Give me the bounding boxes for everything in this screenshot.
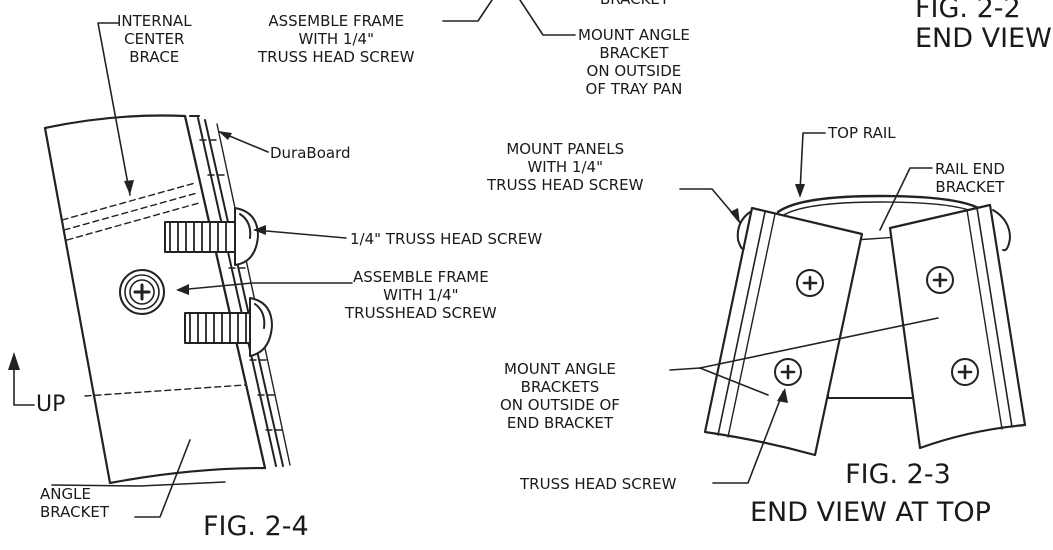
truss-head-screw-label: TRUSS HEAD SCREW	[520, 475, 677, 493]
panel-screw-3	[926, 266, 954, 294]
fig-2-3-end-view	[703, 194, 1027, 457]
mount-angle-bracket-top-line-2: BRACKET	[599, 44, 669, 62]
panel-screw-1	[796, 269, 824, 297]
threaded-screw-1	[164, 207, 259, 266]
assemble-frame-mid-line-2: WITH 1/4"	[383, 286, 459, 304]
up-label: UP	[36, 392, 66, 417]
assemble-frame-top-line-1: ASSEMBLE FRAME	[268, 12, 405, 30]
fig-2-3-title: END VIEW AT TOP	[750, 497, 991, 528]
mount-angle-bracket-top-label: MOUNT ANGLE BRACKET ON OUTSIDE OF TRAY P…	[578, 26, 690, 98]
fig-2-4-caption: FIG. 2-4	[203, 511, 309, 542]
bracket-partial-label: BRACKET	[600, 0, 669, 8]
frame-screw-head	[119, 269, 165, 315]
mount-panels-line-1: MOUNT PANELS	[506, 140, 625, 158]
fig-2-4-bracket-assembly	[43, 114, 291, 485]
fig-2-3-number: FIG. 2-3	[845, 459, 951, 490]
fig-2-2-number: FIG. 2-2	[915, 0, 1021, 24]
rail-end-bracket-line-1: RAIL END	[935, 160, 1005, 178]
top-rail-label: TOP RAIL	[828, 124, 896, 142]
fig-2-3-caption: FIG. 2-3 END VIEW AT TOP	[750, 460, 991, 528]
angle-bracket-line-2: BRACKET	[40, 503, 110, 521]
mount-panels-line-2: WITH 1/4"	[527, 158, 603, 176]
assemble-frame-mid-line-3: TRUSSHEAD SCREW	[345, 304, 497, 322]
angle-bracket-label: ANGLE BRACKET	[40, 485, 109, 521]
mount-angle-brackets-label: MOUNT ANGLE BRACKETS ON OUTSIDE OF END B…	[500, 360, 620, 432]
mount-angle-brackets-line-2: BRACKETS	[520, 378, 600, 396]
threaded-screw-2	[184, 297, 273, 357]
mount-panels-line-3: TRUSS HEAD SCREW	[487, 176, 644, 194]
assemble-frame-mid-line-1: ASSEMBLE FRAME	[352, 268, 489, 286]
mount-angle-brackets-line-1: MOUNT ANGLE	[504, 360, 616, 378]
internal-center-brace-line-1: INTERNAL	[117, 12, 192, 30]
duraboard-label: DuraBoard	[270, 144, 351, 162]
internal-center-brace-line-3: BRACE	[129, 48, 180, 66]
rail-end-bracket-line-2: BRACKET	[935, 178, 1005, 196]
mount-angle-bracket-top-line-4: OF TRAY PAN	[585, 80, 683, 98]
assemble-frame-top-label: ASSEMBLE FRAME WITH 1/4" TRUSS HEAD SCRE…	[258, 12, 414, 66]
fig-2-3-leaders	[669, 132, 939, 484]
internal-center-brace-line-2: CENTER	[124, 30, 185, 48]
truss-head-screw-quarter-label: 1/4" TRUSS HEAD SCREW	[350, 230, 543, 248]
internal-center-brace-label: INTERNAL CENTER BRACE	[117, 12, 192, 66]
mount-angle-bracket-top-line-3: ON OUTSIDE	[586, 62, 682, 80]
rail-end-bracket-label: RAIL END BRACKET	[935, 160, 1005, 196]
fig-2-2-caption: FIG. 2-2 END VIEW	[915, 0, 1052, 54]
mount-angle-brackets-line-3: ON OUTSIDE OF	[500, 396, 620, 414]
angle-bracket-line-1: ANGLE	[40, 485, 91, 503]
mount-panels-label: MOUNT PANELS WITH 1/4" TRUSS HEAD SCREW	[487, 140, 643, 194]
mount-angle-brackets-line-4: END BRACKET	[506, 414, 613, 432]
fig-2-2-title: END VIEW	[915, 23, 1052, 54]
panel-screw-2	[774, 358, 802, 386]
mount-angle-bracket-top-line-1: MOUNT ANGLE	[578, 26, 690, 44]
assemble-frame-top-line-2: WITH 1/4"	[298, 30, 374, 48]
assemble-frame-mid-label: ASSEMBLE FRAME WITH 1/4" TRUSSHEAD SCREW	[345, 268, 497, 322]
fig-2-4-leaders	[13, 0, 576, 518]
panel-screw-4	[951, 358, 979, 386]
assemble-frame-top-line-3: TRUSS HEAD SCREW	[258, 48, 415, 66]
